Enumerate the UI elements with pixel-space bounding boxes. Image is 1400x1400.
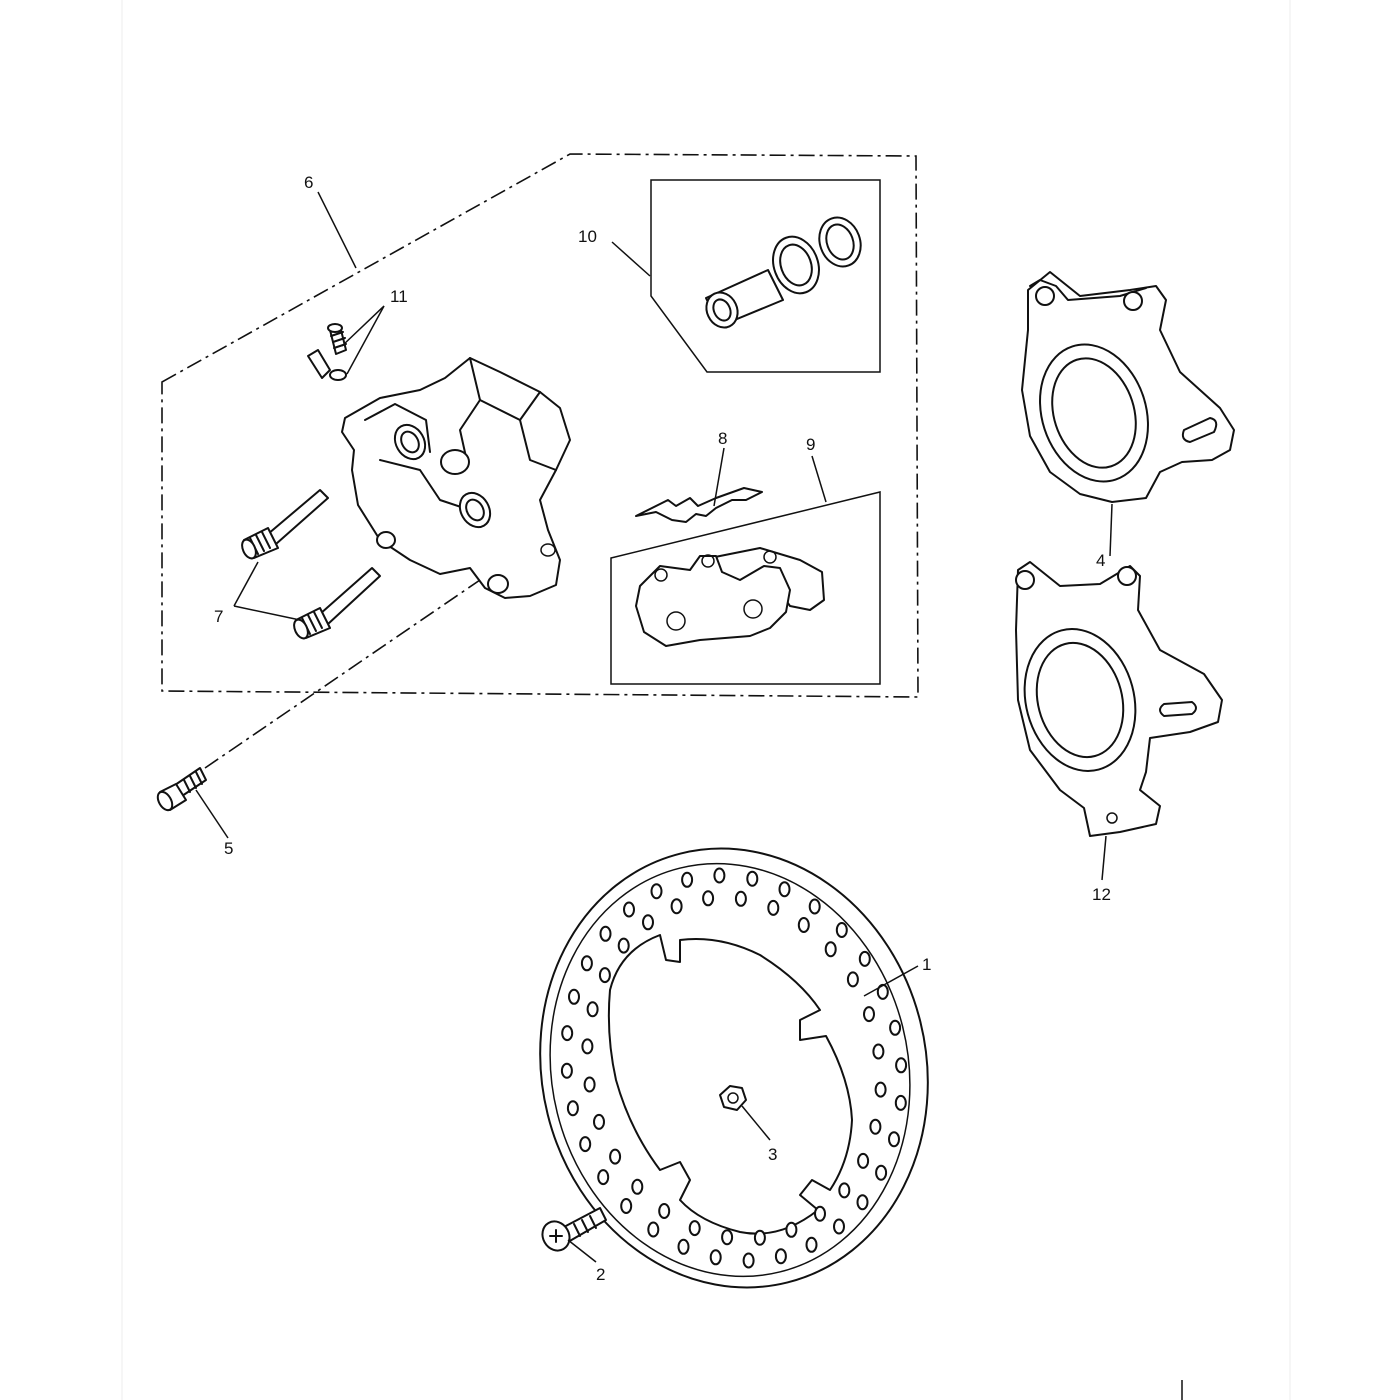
callout-5: 5 — [224, 839, 233, 858]
seal-ring-icon — [772, 235, 820, 295]
disc-hole — [863, 1006, 875, 1023]
disc-hole — [583, 1076, 596, 1093]
disc-hole — [631, 1178, 644, 1195]
callout-3: 3 — [768, 1145, 777, 1164]
disc-hole — [617, 937, 630, 954]
disc-hole — [808, 898, 821, 915]
disc-hole — [670, 898, 683, 915]
disc-hole — [753, 1229, 766, 1246]
disc-hole — [872, 1043, 885, 1060]
disc-hole — [599, 925, 612, 942]
caliper-body-icon — [341, 357, 571, 599]
callout-7: 7 — [214, 607, 223, 626]
disc-hole — [561, 1025, 574, 1042]
callout-11: 11 — [390, 287, 408, 306]
disc-hole — [895, 1057, 908, 1074]
callout-1: 1 — [922, 955, 931, 974]
disc-hole — [623, 901, 635, 918]
leader-lines — [195, 191, 1113, 1263]
disc-hole — [778, 881, 791, 898]
disc-hole — [888, 1131, 900, 1148]
disc-hole — [742, 1252, 755, 1269]
caliper-bolt-icon — [156, 767, 207, 812]
pad-kit-box — [610, 491, 881, 685]
brake-disc-icon — [539, 847, 929, 1289]
disc-nut-icon — [719, 1085, 747, 1111]
disc-hole — [856, 1194, 869, 1211]
disc-hole — [889, 1019, 902, 1036]
disc-hole — [658, 1203, 671, 1219]
disc-hole — [721, 1229, 734, 1246]
disc-hole — [647, 1221, 660, 1238]
caliper-assembly-boundary — [161, 153, 919, 698]
seal-kit-box — [650, 179, 881, 373]
disc-hole — [805, 1236, 818, 1253]
callout-6: 6 — [304, 173, 313, 192]
disc-hole — [734, 890, 747, 907]
disc-hole — [785, 1221, 798, 1238]
disc-hole — [581, 1038, 594, 1055]
callout-4: 4 — [1096, 551, 1105, 570]
disc-hole — [560, 1062, 573, 1079]
piston-icon — [705, 269, 784, 329]
caliper-carrier-12-icon — [1015, 561, 1223, 837]
disc-hole — [702, 890, 715, 907]
disc-hole — [677, 1238, 690, 1255]
disc-hole — [579, 1136, 592, 1153]
disc-hole — [797, 917, 810, 933]
disc-hole — [713, 867, 726, 884]
disc-hole — [838, 1182, 851, 1199]
disc-hole — [814, 1205, 826, 1222]
disc-hole — [869, 1118, 882, 1135]
bleed-cap-icon — [307, 349, 347, 381]
disc-hole — [566, 1100, 579, 1117]
disc-hole — [774, 1248, 787, 1265]
caliper-carrier-4-icon — [1021, 271, 1235, 503]
disc-hole — [568, 988, 580, 1005]
bolt-axis-line — [204, 579, 481, 769]
disc-hole — [609, 1148, 622, 1165]
bleed-nipple-icon — [327, 323, 347, 355]
callout-8: 8 — [718, 429, 727, 448]
callout-12: 12 — [1092, 885, 1111, 904]
pad-pin-upper-icon — [241, 489, 329, 560]
callout-10: 10 — [578, 227, 597, 246]
callout-2: 2 — [596, 1265, 605, 1284]
disc-hole — [709, 1249, 722, 1266]
disc-hole — [894, 1094, 907, 1111]
disc-hole — [688, 1220, 701, 1237]
disc-hole — [846, 971, 859, 988]
disc-hole — [824, 941, 837, 958]
disc-hole — [681, 871, 694, 888]
disc-hole — [746, 870, 759, 887]
disc-hole — [858, 950, 871, 967]
disc-hole — [593, 1113, 605, 1130]
disc-hole — [586, 1001, 599, 1018]
brake-pads-icon — [635, 547, 825, 647]
callout-9: 9 — [806, 435, 815, 454]
pad-spring-icon — [635, 487, 763, 523]
disc-hole — [620, 1198, 633, 1214]
disc-hole — [835, 922, 848, 938]
disc-bolt-icon — [541, 1207, 607, 1252]
disc-hole — [874, 1081, 887, 1098]
disc-hole — [875, 1164, 888, 1181]
disc-hole — [650, 883, 663, 900]
disc-hole — [857, 1152, 870, 1169]
disc-hole — [597, 1169, 610, 1186]
pad-pin-lower-icon — [293, 567, 381, 640]
disc-hole — [642, 914, 654, 931]
dust-seal-icon — [818, 216, 862, 268]
disc-hole — [767, 899, 780, 916]
disc-hole — [580, 955, 593, 972]
disc-hole — [833, 1218, 845, 1235]
disc-hole — [598, 967, 611, 984]
